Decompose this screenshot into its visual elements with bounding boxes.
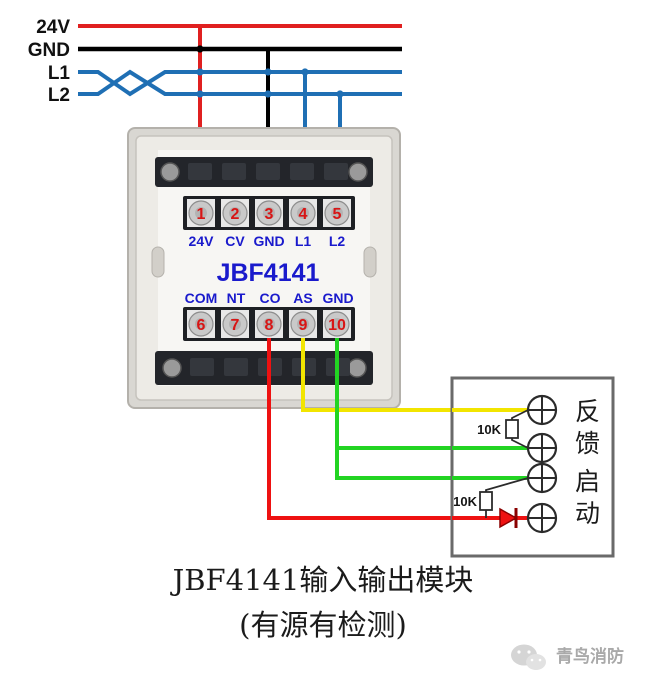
bus-line-l1 <box>78 70 402 97</box>
module-model-label: JBF4141 <box>217 259 320 287</box>
start-terminal-pair <box>479 462 558 534</box>
terminal-1 <box>187 199 215 227</box>
terminal-name-24v: 24V <box>189 233 215 249</box>
feedback-terminal-pair <box>505 394 558 464</box>
terminal-name-gnd-top: GND <box>253 233 284 249</box>
terminal-name-gnd-bottom: GND <box>322 290 353 306</box>
resistor-label-start: 10K <box>453 494 477 509</box>
junction-dot-l2-b <box>264 90 272 98</box>
device-label-feedback-char1: 反 <box>575 397 600 426</box>
wire-yellow-as-to-feedback <box>301 338 452 412</box>
terminal-number-5: 5 <box>333 206 342 223</box>
terminal-number-1: 1 <box>197 206 206 223</box>
terminal-2 <box>221 199 249 227</box>
terminal-number-3: 3 <box>265 206 274 223</box>
terminal-name-as: AS <box>293 290 312 306</box>
module-top-terminals <box>187 199 351 227</box>
junction-dot-l2-a <box>196 90 204 98</box>
wire-green-gnd-to-start <box>335 338 452 480</box>
terminal-10 <box>323 310 351 338</box>
terminal-name-cv: CV <box>225 233 245 249</box>
terminal-5 <box>323 199 351 227</box>
bus-label-gnd: GND <box>28 40 70 61</box>
watermark: 青鸟消防 <box>511 644 624 670</box>
module-device: 1 2 3 4 5 24V CV GND L1 L2 JBF4141 COM N… <box>127 127 401 409</box>
caption-line-1: JBF4141输入输出模块 <box>170 563 474 597</box>
resistor-start-10k <box>479 491 493 511</box>
output-wires <box>267 338 452 520</box>
junction-dot-gnd-red <box>196 45 204 53</box>
module-top-screw-right <box>348 162 368 182</box>
terminal-name-com: COM <box>185 290 218 306</box>
bus-label-l1: L1 <box>48 63 71 84</box>
bus-wires <box>78 24 402 186</box>
junction-dot-l1-b <box>264 68 272 76</box>
module-top-screw-left <box>160 162 180 182</box>
terminal-name-co: CO <box>260 290 281 306</box>
terminal-number-2: 2 <box>231 206 240 223</box>
terminal-9 <box>289 310 317 338</box>
terminal-number-8: 8 <box>265 317 274 334</box>
device-label-feedback-char2: 馈 <box>575 429 600 458</box>
device-box: 10K 反 馈 10K 启 动 <box>450 376 615 558</box>
bus-label-24v: 24V <box>36 17 70 38</box>
terminal-name-nt: NT <box>227 290 246 306</box>
terminal-number-4: 4 <box>299 206 308 223</box>
terminal-number-6: 6 <box>197 317 206 334</box>
junction-dot-l2-c <box>336 90 344 98</box>
bus-label-l2: L2 <box>48 85 70 106</box>
watermark-text: 青鸟消防 <box>556 646 624 667</box>
terminal-6 <box>187 310 215 338</box>
terminal-number-10: 10 <box>328 317 346 334</box>
terminal-number-7: 7 <box>231 317 240 334</box>
terminal-7 <box>221 310 249 338</box>
terminal-name-l1: L1 <box>295 233 312 249</box>
module-top-clamp-slots <box>188 163 348 180</box>
diode-symbol <box>499 507 518 529</box>
module-bottom-screw-right <box>347 358 367 378</box>
terminal-4 <box>289 199 317 227</box>
device-label-start-char1: 启 <box>575 467 600 496</box>
junction-dot-l1-c <box>301 68 309 76</box>
resistor-label-feedback: 10K <box>477 422 501 437</box>
terminal-name-l2: L2 <box>329 233 346 249</box>
terminal-3 <box>255 199 283 227</box>
terminal-number-9: 9 <box>299 317 308 334</box>
bus-line-l2 <box>78 69 402 96</box>
junction-dot-l1-a <box>196 68 204 76</box>
module-mount-slot-left <box>151 246 165 278</box>
module-faceplate <box>158 150 370 386</box>
wire-red-co-to-start <box>267 338 452 520</box>
module-mount-slot-right <box>363 246 377 278</box>
terminal-8 <box>255 310 283 338</box>
module-bottom-screw-left <box>162 358 182 378</box>
module-bottom-terminals <box>187 310 351 338</box>
caption-line-2: (有源有检测) <box>239 608 407 642</box>
resistor-feedback-10k <box>505 419 519 439</box>
wechat-icon <box>511 644 546 670</box>
device-label-start-char2: 动 <box>575 499 600 528</box>
